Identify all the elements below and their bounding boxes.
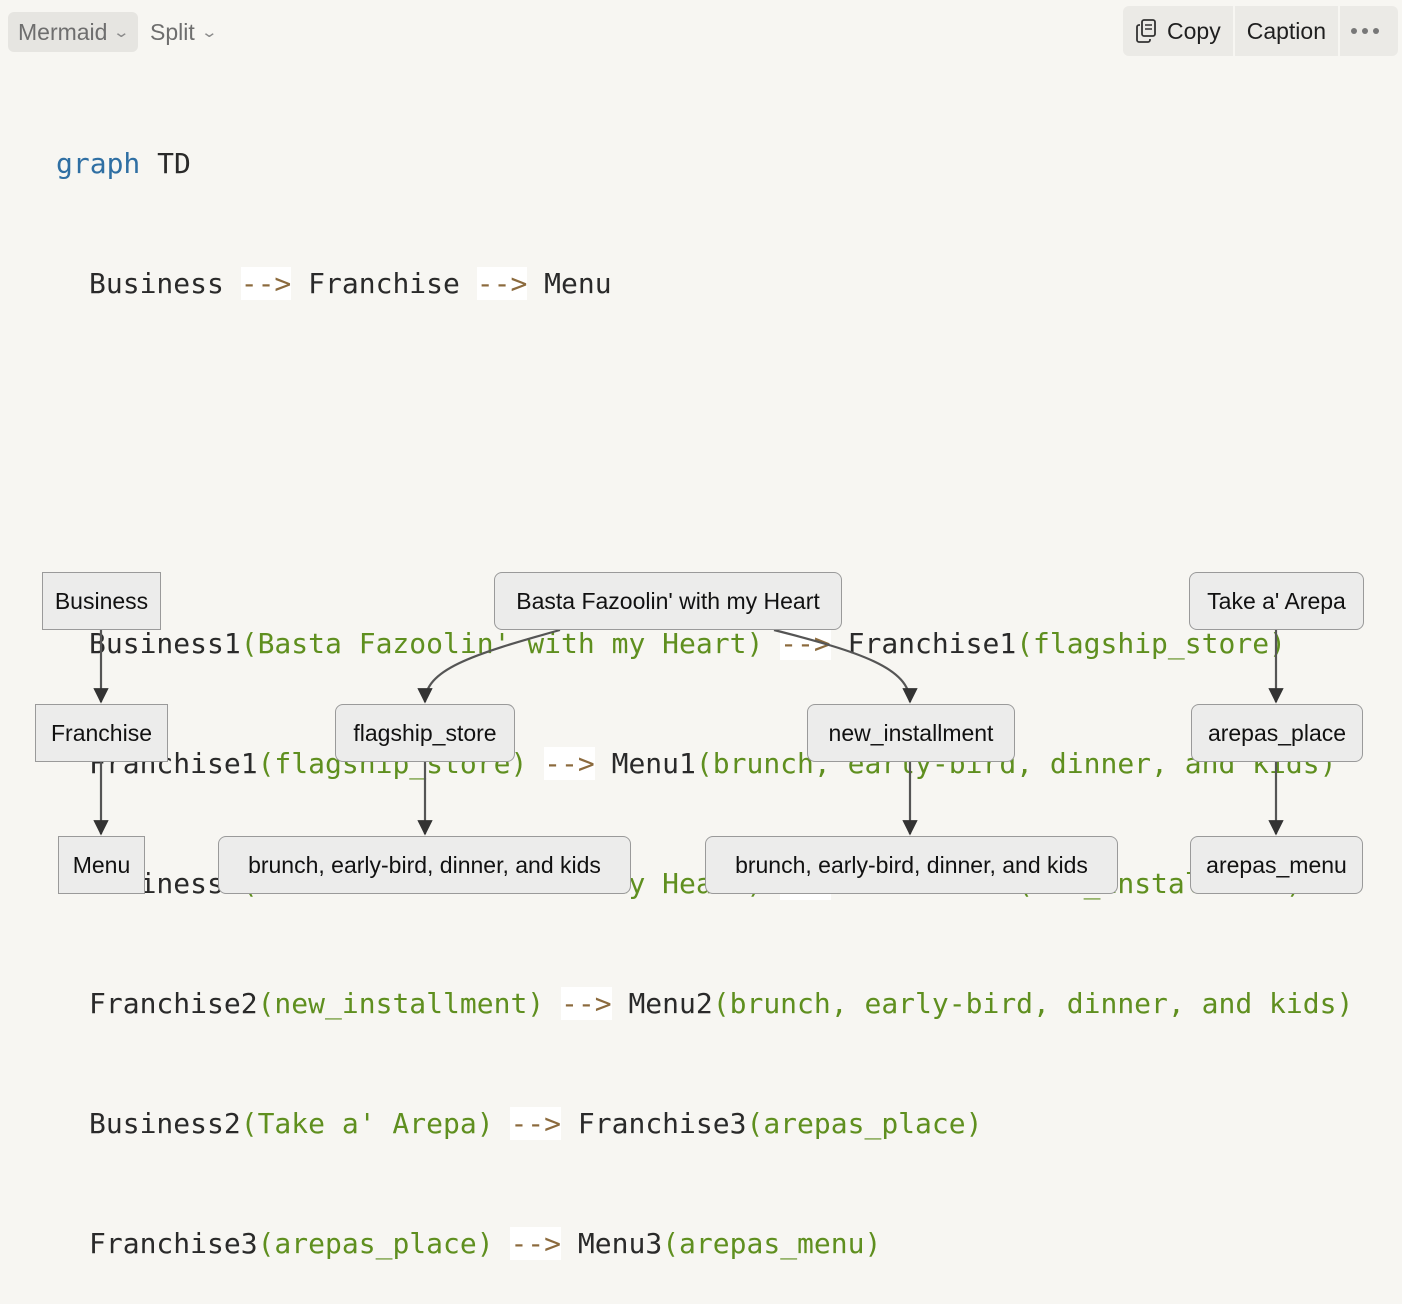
code-line: graph TD bbox=[56, 144, 1353, 184]
node-menu2: brunch, early-bird, dinner, and kids bbox=[705, 836, 1118, 894]
node-franchise: Franchise bbox=[35, 704, 168, 762]
code-node-label: (Take a' Arepa) bbox=[240, 1107, 494, 1140]
node-basta: Basta Fazoolin' with my Heart bbox=[494, 572, 842, 630]
copy-label: Copy bbox=[1167, 17, 1221, 44]
code-arrow: --> bbox=[510, 1107, 562, 1140]
edge bbox=[773, 628, 918, 704]
view-mode-label: Split bbox=[150, 18, 195, 45]
code-node-id: Franchise3 bbox=[89, 1227, 258, 1260]
code-line: Business2(Take a' Arepa) --> Franchise3(… bbox=[56, 1104, 1353, 1144]
more-options-button[interactable] bbox=[1340, 6, 1398, 56]
code-node-id: Menu2 bbox=[628, 987, 713, 1020]
mermaid-diagram: Business Franchise Menu Basta Fazoolin' … bbox=[0, 540, 1402, 928]
code-arrow: --> bbox=[510, 1227, 562, 1260]
node-menu1: brunch, early-bird, dinner, and kids bbox=[218, 836, 631, 894]
language-label: Mermaid bbox=[18, 18, 108, 45]
code-node-id: Franchise3 bbox=[577, 1107, 747, 1140]
code-line: Business --> Franchise --> Menu bbox=[56, 264, 1353, 304]
copy-button[interactable]: Copy bbox=[1123, 6, 1233, 56]
code-keyword: graph bbox=[56, 147, 141, 180]
node-flagship-store: flagship_store bbox=[335, 704, 515, 762]
code-blank-line bbox=[56, 504, 1353, 544]
code-node-label: (arepas_place) bbox=[746, 1107, 983, 1140]
code-node-id: Menu bbox=[544, 267, 612, 300]
toolbar-left: Mermaid ⌄ Split ⌄ bbox=[8, 12, 225, 52]
view-mode-dropdown[interactable]: Split ⌄ bbox=[140, 12, 225, 52]
code-direction: TD bbox=[157, 147, 191, 180]
code-node-id: Menu1 bbox=[611, 747, 696, 780]
edge bbox=[417, 628, 561, 704]
code-node-label: (brunch, early-bird, dinner, and kids) bbox=[712, 987, 1354, 1020]
code-arrow: --> bbox=[544, 747, 595, 780]
code-node-label: (flagship_store) bbox=[1016, 627, 1286, 660]
code-arrow: --> bbox=[476, 267, 528, 300]
diagram-edges bbox=[93, 628, 1284, 836]
code-node-label: (arepas_place) bbox=[257, 1227, 494, 1260]
code-node-id: Franchise1 bbox=[847, 627, 1017, 660]
code-node-id: Business2 bbox=[89, 1107, 241, 1140]
code-node-label: (arepas_menu) bbox=[662, 1227, 882, 1260]
node-business: Business bbox=[42, 572, 161, 630]
copy-icon bbox=[1136, 19, 1156, 43]
code-line: Franchise3(arepas_place) --> Menu3(arepa… bbox=[56, 1224, 1353, 1264]
code-arrow: --> bbox=[240, 267, 292, 300]
caption-label: Caption bbox=[1246, 17, 1326, 44]
code-node-label: (Basta Fazoolin' with my Heart) bbox=[240, 627, 764, 660]
node-arepas-menu: arepas_menu bbox=[1190, 836, 1363, 894]
node-arepas-place: arepas_place bbox=[1191, 704, 1363, 762]
code-node-id: Franchise2 bbox=[89, 987, 258, 1020]
node-new-installment: new_installment bbox=[807, 704, 1015, 762]
code-node-label: (new_installment) bbox=[257, 987, 545, 1020]
toolbar-right: Copy Caption bbox=[1123, 6, 1398, 56]
code-line: Business1(Basta Fazoolin' with my Heart)… bbox=[56, 624, 1353, 664]
code-arrow: --> bbox=[561, 987, 612, 1020]
chevron-down-icon: ⌄ bbox=[200, 24, 218, 41]
code-node-id: Franchise bbox=[308, 267, 460, 300]
code-blank-line bbox=[56, 384, 1353, 424]
more-icon bbox=[1351, 28, 1379, 34]
node-take-a-arepa: Take a' Arepa bbox=[1189, 572, 1364, 630]
code-node-id: Menu3 bbox=[577, 1227, 663, 1260]
language-dropdown[interactable]: Mermaid ⌄ bbox=[8, 12, 139, 52]
code-node-id: Business1 bbox=[89, 627, 241, 660]
caption-button[interactable]: Caption bbox=[1234, 6, 1338, 56]
code-node-id: Business bbox=[89, 267, 224, 300]
code-line: Franchise2(new_installment) --> Menu2(br… bbox=[56, 984, 1353, 1024]
node-menu: Menu bbox=[58, 836, 145, 894]
chevron-down-icon: ⌄ bbox=[112, 24, 131, 41]
